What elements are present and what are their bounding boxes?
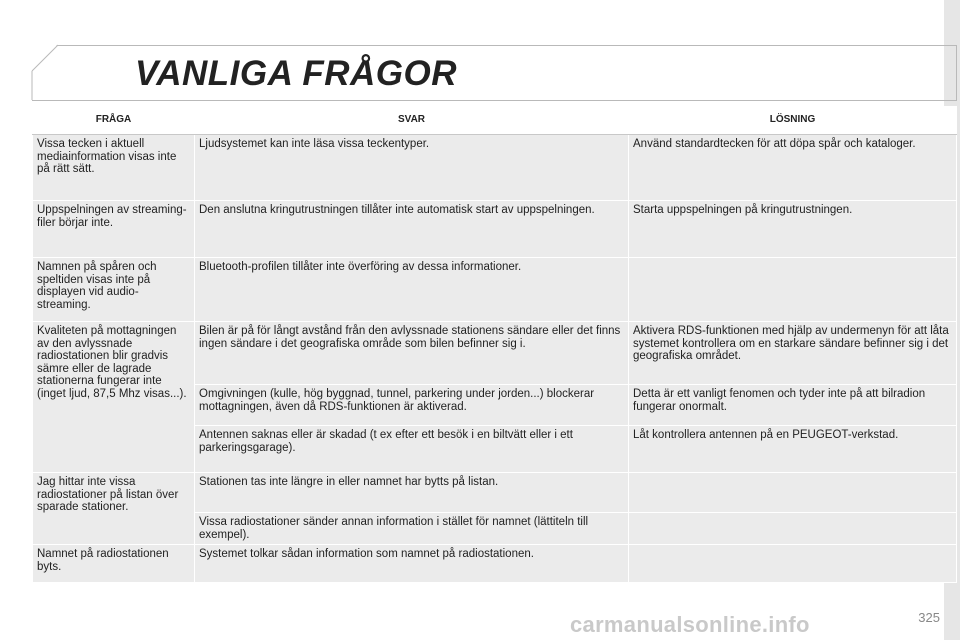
answer-cell: Omgivningen (kulle, hög byggnad, tunnel,… <box>194 384 629 426</box>
question-cell: Namnet på radiostationen byts. <box>32 544 195 583</box>
faq-table: FRÅGA SVAR LÖSNING Vissa tecken i aktuel… <box>32 106 957 583</box>
answer-cell: Bluetooth-profilen tillåter inte överför… <box>194 257 629 322</box>
answer-cell: Antennen saknas eller är skadad (t ex ef… <box>194 425 629 473</box>
page-number: 325 <box>918 610 940 625</box>
answer-cell: Bilen är på för långt avstånd från den a… <box>194 321 629 385</box>
solution-cell: Starta uppspelningen på kringutrustninge… <box>628 200 957 258</box>
column-header-solution: LÖSNING <box>628 106 957 135</box>
table-row: Namnen på spåren och speltiden visas int… <box>32 257 957 322</box>
column-header-answer: SVAR <box>194 106 629 135</box>
solution-cell: Använd standardtecken för att döpa spår … <box>628 134 957 201</box>
answer-cell: Ljudsystemet kan inte läsa vissa teckent… <box>194 134 629 201</box>
title-frame <box>32 45 957 101</box>
table-row: Jag hittar inte vissa radiostationer på … <box>32 472 957 545</box>
answer-cell: Vissa radiostationer sänder annan inform… <box>194 512 629 545</box>
answer-cell: Den anslutna kringutrustningen tillåter … <box>194 200 629 258</box>
title-frame-corner <box>30 44 59 100</box>
table-row: Vissa tecken i aktuell mediainformation … <box>32 134 957 201</box>
answer-cell: Stationen tas inte längre in eller namne… <box>194 472 629 513</box>
question-cell: Kvaliteten på mottagningen av den avlyss… <box>32 321 195 473</box>
solution-cell <box>628 512 957 545</box>
table-row: Namnet på radiostationen byts. Systemet … <box>32 544 957 583</box>
table-row: Antennen saknas eller är skadad (t ex ef… <box>33 425 957 473</box>
solution-cell: Detta är ett vanligt fenomen och tyder i… <box>628 384 957 426</box>
solution-cell <box>628 472 957 513</box>
watermark: carmanualsonline.info <box>570 612 810 637</box>
page-title: VANLIGA FRÅGOR <box>135 54 457 93</box>
solution-cell: Aktivera RDS-funktionen med hjälp av und… <box>628 321 957 385</box>
column-header-question: FRÅGA <box>32 106 195 135</box>
question-cell: Uppspelningen av streaming-filer börjar … <box>32 200 195 258</box>
table-row: Omgivningen (kulle, hög byggnad, tunnel,… <box>33 384 957 426</box>
question-cell: Namnen på spåren och speltiden visas int… <box>32 257 195 322</box>
solution-cell: Låt kontrollera antennen på en PEUGEOT-v… <box>628 425 957 473</box>
table-row: Uppspelningen av streaming-filer börjar … <box>32 200 957 258</box>
question-cell: Vissa tecken i aktuell mediainformation … <box>32 134 195 201</box>
solution-cell <box>628 257 957 322</box>
answer-cell: Systemet tolkar sådan information som na… <box>194 544 629 583</box>
solution-cell <box>628 544 957 583</box>
question-cell: Jag hittar inte vissa radiostationer på … <box>32 472 195 545</box>
table-row: Kvaliteten på mottagningen av den avlyss… <box>32 321 957 473</box>
table-header-row: FRÅGA SVAR LÖSNING <box>32 106 957 135</box>
